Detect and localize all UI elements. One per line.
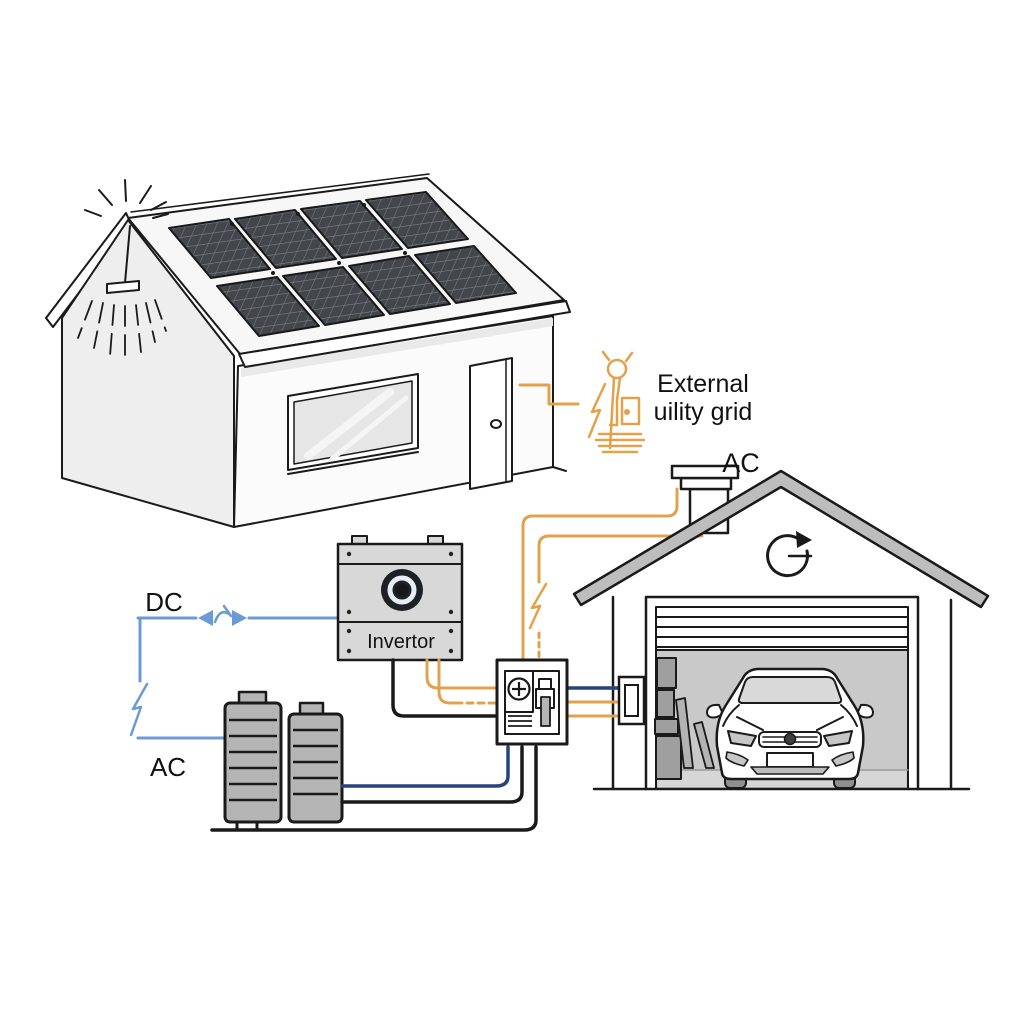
breaker-switch-icon bbox=[535, 678, 555, 727]
garage-shelves bbox=[654, 657, 715, 780]
utility-pole-icon bbox=[587, 350, 646, 454]
bidirectional-arrow-icon bbox=[198, 604, 247, 626]
external-grid-label-line1: External bbox=[657, 370, 749, 398]
car-license-plate bbox=[766, 752, 814, 768]
distribution-panel bbox=[495, 658, 569, 746]
leaning-plank bbox=[675, 697, 694, 769]
wire-battery-to-panel bbox=[340, 745, 524, 804]
roof-ridge bbox=[130, 173, 430, 213]
wire-inverter-to-panel bbox=[391, 658, 499, 718]
panel-mounts bbox=[230, 203, 407, 275]
garage-door-slats bbox=[655, 616, 909, 648]
house bbox=[45, 173, 571, 528]
inverter-unit: Invertor bbox=[336, 535, 464, 662]
solar-panel bbox=[348, 255, 451, 315]
wire-battery-to-panel bbox=[210, 745, 538, 832]
car-headlight bbox=[727, 730, 757, 747]
wires-black bbox=[210, 658, 538, 832]
dc-label: DC bbox=[145, 587, 183, 617]
wall-top-shadow bbox=[241, 318, 553, 377]
battery-bank bbox=[223, 690, 344, 831]
glass-reflection bbox=[329, 395, 409, 462]
light-rays bbox=[77, 299, 167, 363]
front-window bbox=[287, 373, 419, 475]
panel-text-lines bbox=[508, 715, 532, 727]
solar-panel-array bbox=[168, 191, 517, 337]
meter-icon bbox=[507, 677, 531, 701]
solar-panel bbox=[168, 218, 271, 279]
car-mirror bbox=[706, 703, 724, 719]
car-badge-icon bbox=[783, 732, 797, 746]
dc-ac-circuit bbox=[129, 604, 339, 740]
battery-right bbox=[287, 701, 344, 824]
solar-panel bbox=[414, 245, 517, 304]
car-mirror bbox=[856, 703, 874, 719]
solar-panel bbox=[365, 191, 469, 249]
inverter-label: Invertor bbox=[367, 631, 435, 653]
glass-reflection bbox=[304, 388, 394, 460]
ac-garage-label: AC bbox=[722, 448, 760, 478]
wires-orange bbox=[425, 487, 704, 718]
ev-charger-box bbox=[617, 675, 646, 726]
electric-car bbox=[706, 667, 874, 789]
wire-house-to-grid bbox=[518, 383, 580, 406]
wire-vent-to-panel-2 bbox=[537, 534, 704, 584]
lightning-bolt-icon bbox=[528, 582, 548, 630]
door-handle-icon bbox=[490, 419, 502, 429]
lightning-bolt-icon bbox=[129, 682, 149, 737]
gable-wall bbox=[61, 219, 235, 528]
cycle-arrow-icon bbox=[766, 531, 813, 578]
car-foglight bbox=[831, 751, 855, 767]
wire-vent-to-panel bbox=[521, 487, 679, 662]
garage bbox=[592, 595, 971, 791]
wires-navy bbox=[340, 686, 621, 788]
garage-roof bbox=[572, 469, 990, 609]
ac-battery-label: AC bbox=[150, 752, 186, 782]
screws bbox=[346, 551, 454, 654]
sun-burst-icon bbox=[84, 179, 169, 219]
pendant-light-icon bbox=[77, 225, 167, 363]
roof-fascia bbox=[238, 300, 571, 368]
grid-connection bbox=[518, 350, 646, 454]
front-door bbox=[469, 357, 513, 490]
external-grid-label-line2: uility grid bbox=[654, 398, 753, 426]
ground-stub bbox=[552, 466, 567, 472]
lightning-bolt-icon bbox=[587, 382, 607, 439]
battery-left bbox=[223, 690, 283, 831]
car-headlight bbox=[823, 730, 853, 747]
solar-panel bbox=[282, 266, 385, 326]
wire-battery-to-panel-dc bbox=[340, 745, 510, 788]
leaning-plank bbox=[693, 721, 715, 769]
solar-panel bbox=[234, 209, 337, 269]
car-intake bbox=[750, 766, 830, 775]
solar-panel bbox=[216, 276, 320, 337]
solar-panel bbox=[300, 200, 403, 259]
car-foglight bbox=[725, 751, 749, 767]
car-windshield bbox=[737, 676, 843, 704]
